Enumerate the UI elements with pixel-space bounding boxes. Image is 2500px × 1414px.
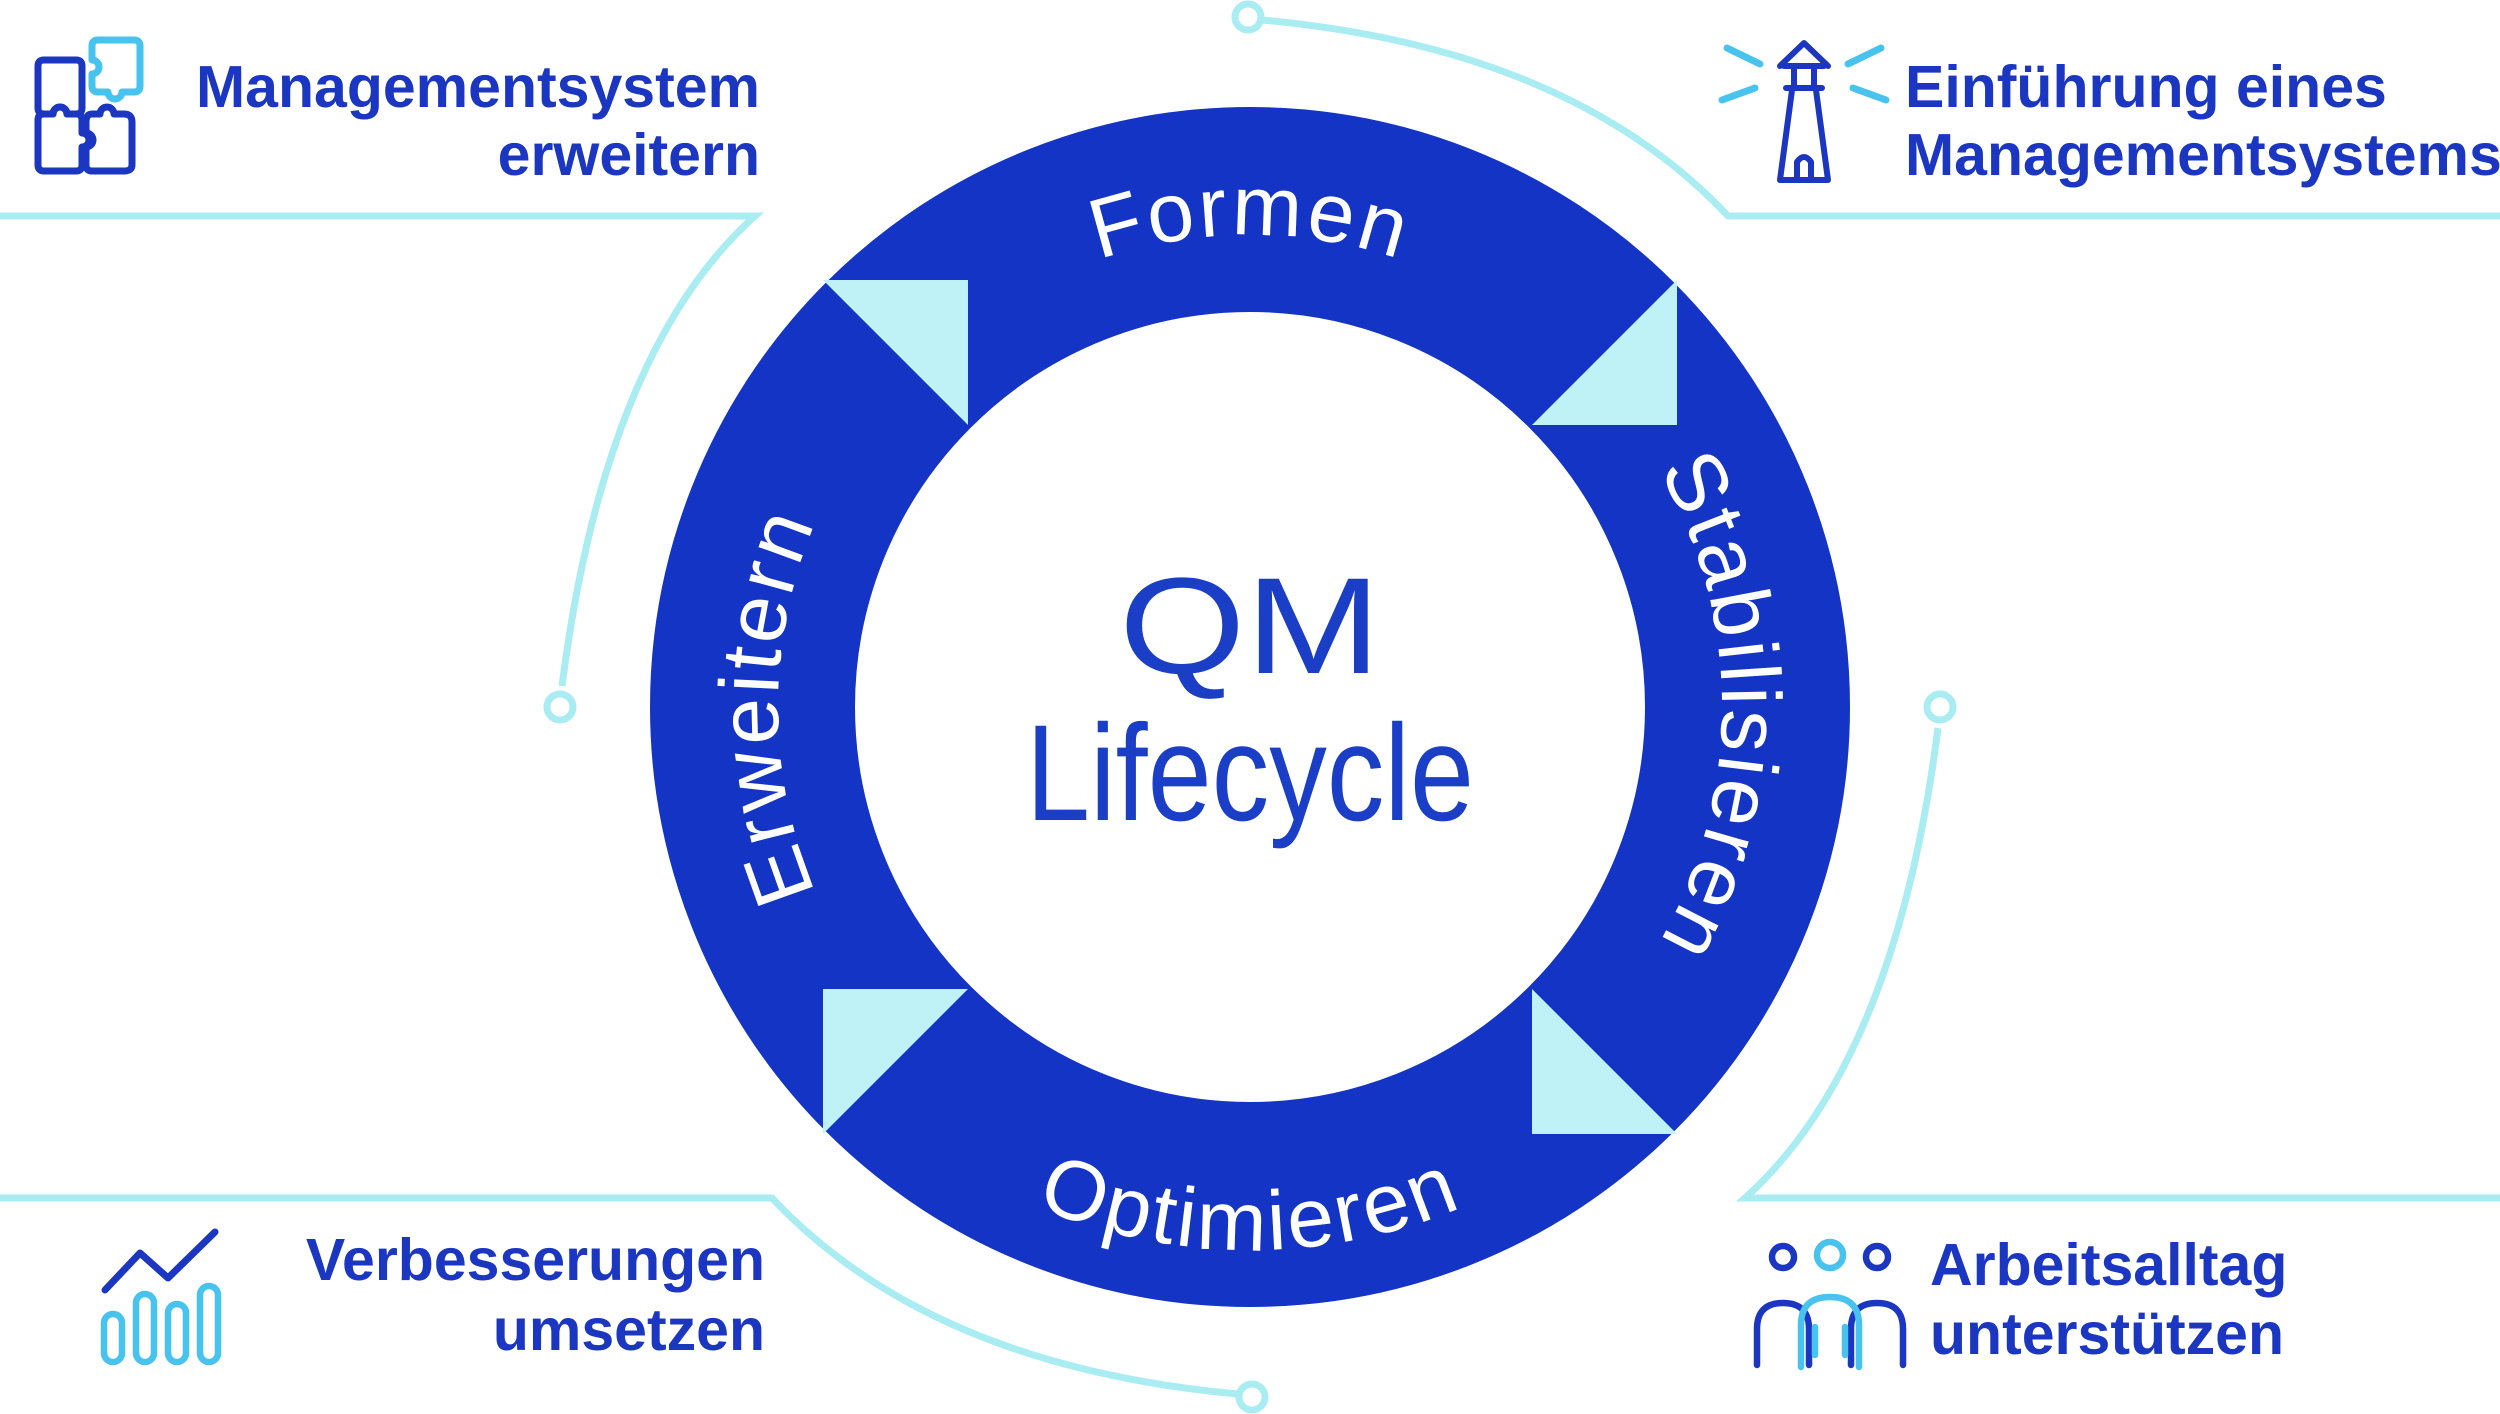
connector-endpoint-dot [1235,1380,1269,1414]
connector-line [0,212,765,687]
connector-bottom-left [0,1194,1269,1414]
bar-chart-icon [100,1228,222,1366]
center-title-line1: QM [1119,550,1381,703]
label-bottom-left-line1: Verbesserungen [306,1227,765,1293]
label-bottom-left-line2: umsetzen [493,1297,765,1363]
arrow-bottom-right [1532,989,1677,1134]
arrow-bottom-left [823,989,968,1134]
connector-endpoint-dot [543,690,577,724]
label-top-left-line1: Managementsystem [196,54,760,120]
connector-top-right [1231,0,2500,220]
lifecycle-ring [650,107,1850,1307]
connector-bottom-right [1735,690,2500,1202]
arrow-top-right [1532,280,1677,425]
label-bottom-right: Arbeitsalltag unterstützen [1930,1232,2287,1367]
connector-line [0,1194,1239,1398]
label-bottom-right-line1: Arbeitsalltag [1930,1232,2287,1298]
connector-line [1261,16,2500,220]
connector-top-left [0,212,765,724]
connector-endpoint-dot [1231,0,1265,34]
label-top-right-line1: Einführung eines [1905,54,2387,120]
connector-endpoint-dot [1923,690,1957,724]
label-bottom-right-line2: unterstützen [1930,1301,2284,1367]
center-title-line2: Lifecycle [1026,697,1474,850]
label-top-right: Einführung eines Managementsystems [1905,54,2500,188]
lighthouse-icon [1718,40,1890,183]
label-top-left: Managementsystem erweitern [196,54,760,188]
puzzle-icon [34,36,144,175]
people-icon [1753,1238,1907,1371]
connector-line [1735,727,2500,1202]
label-bottom-left: Verbesserungen umsetzen [306,1227,765,1363]
arrow-top-left [823,280,968,425]
label-top-left-line2: erweitern [498,122,760,188]
label-top-right-line2: Managementsystems [1905,122,2500,188]
